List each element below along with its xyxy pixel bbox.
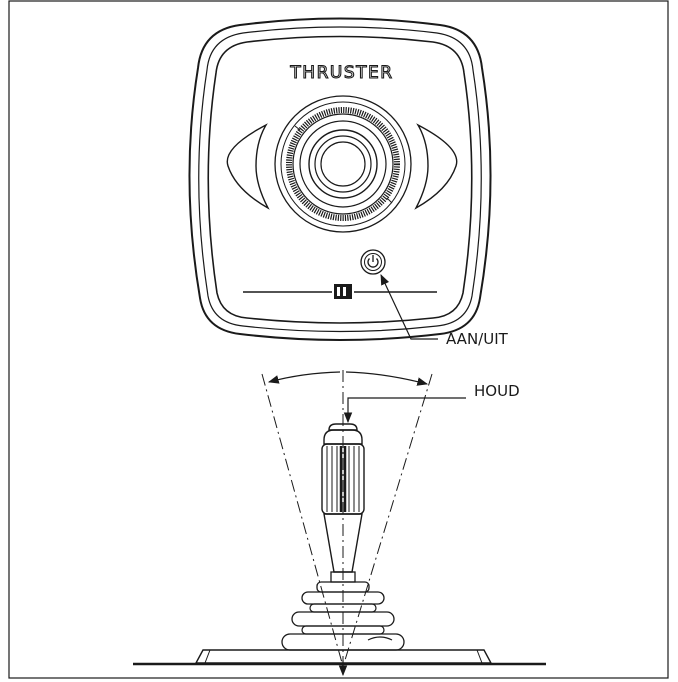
power-label-leader bbox=[380, 274, 438, 340]
panel-mid-outline bbox=[198, 26, 482, 333]
page-border bbox=[8, 0, 669, 679]
right-tilt-axis bbox=[341, 373, 433, 671]
tilt-right-arc bbox=[345, 371, 429, 386]
hold-button[interactable] bbox=[328, 423, 358, 431]
left-wing-indicator bbox=[226, 123, 270, 210]
hold-label-leader bbox=[343, 397, 466, 424]
joystick-side-view: HOUD bbox=[133, 370, 546, 677]
brand-logo-icon bbox=[334, 284, 352, 299]
power-label: AAN/UIT bbox=[446, 330, 509, 348]
right-wing-indicator bbox=[414, 123, 458, 210]
left-tilt-axis bbox=[261, 373, 345, 671]
control-panel: THRUSTER bbox=[188, 17, 509, 348]
tilt-left-arc bbox=[267, 371, 341, 384]
power-button[interactable] bbox=[360, 249, 386, 275]
panel-inner-outline bbox=[207, 35, 473, 324]
base-plate-edge-left bbox=[204, 649, 211, 664]
handle-grip bbox=[321, 443, 365, 515]
handle-top bbox=[323, 429, 363, 445]
brand-text: THRUSTER bbox=[289, 63, 393, 83]
joystick-ring bbox=[274, 95, 412, 233]
panel-outer-outline bbox=[188, 17, 492, 341]
power-icon bbox=[367, 258, 379, 268]
hold-label: HOUD bbox=[474, 382, 520, 400]
base-plate-edge-right bbox=[476, 649, 483, 664]
